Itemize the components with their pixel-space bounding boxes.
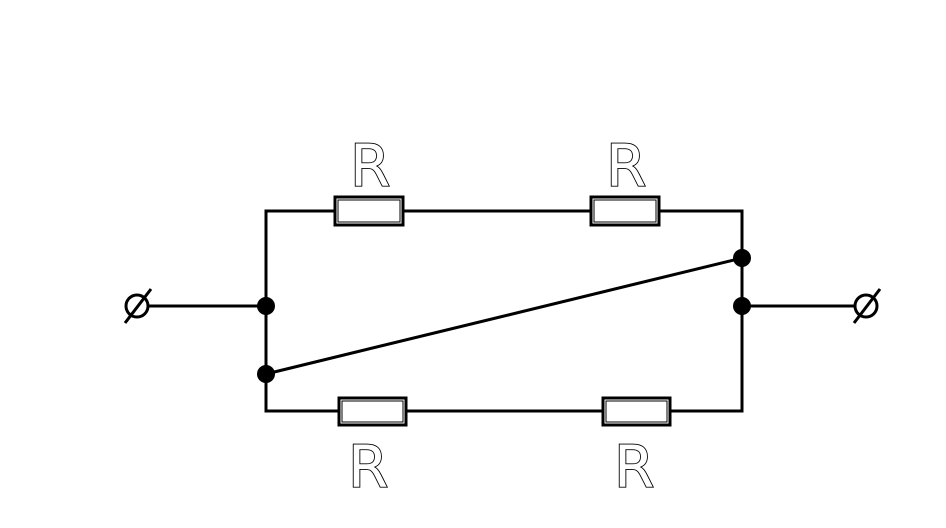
resistor-bottom-right xyxy=(601,396,672,427)
left-middle-node-icon xyxy=(257,297,275,315)
right-upper-node-icon xyxy=(733,249,751,267)
right-middle-node-icon xyxy=(733,297,751,315)
diagonal-wire xyxy=(264,256,744,376)
wires xyxy=(146,209,858,413)
right-terminal-icon xyxy=(852,288,882,324)
resistor-top-right xyxy=(589,195,661,227)
label-bottom-left-resistor: R xyxy=(348,433,388,501)
label-top-right-resistor: R xyxy=(606,132,646,200)
resistor-top-left xyxy=(333,195,405,227)
label-top-left-resistor: R xyxy=(350,132,390,200)
resistor-bottom-left xyxy=(337,396,408,427)
junction-nodes xyxy=(257,249,751,383)
left-terminal-icon xyxy=(123,288,153,324)
label-bottom-right-resistor: R xyxy=(614,433,654,501)
left-lower-node-icon xyxy=(257,365,275,383)
